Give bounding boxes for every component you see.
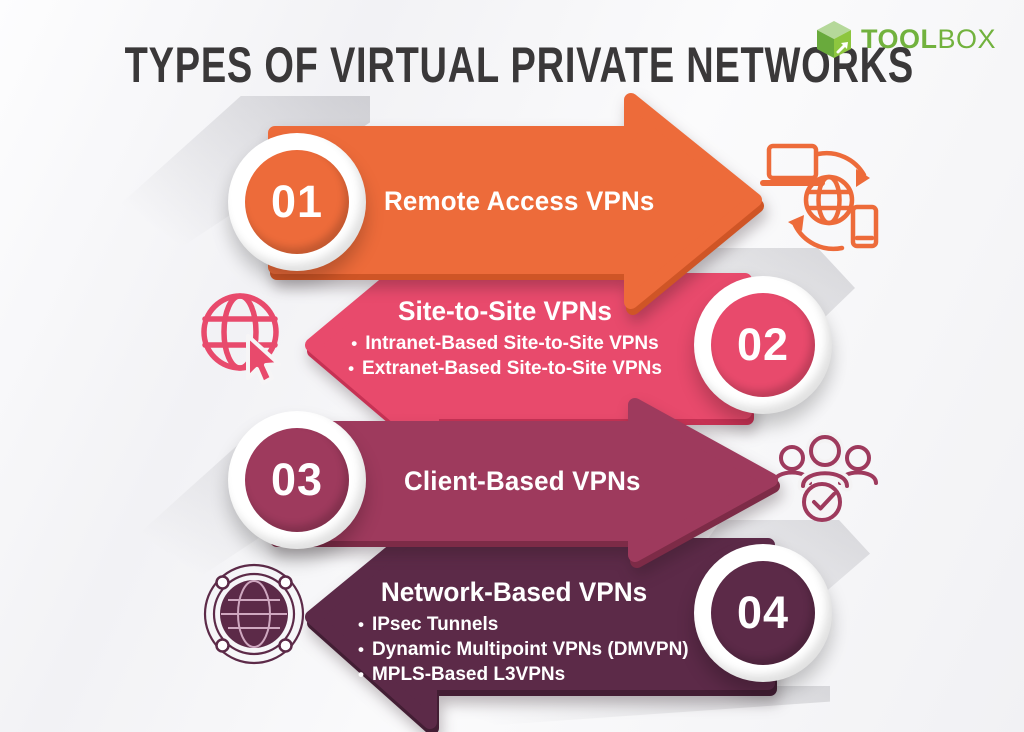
step-number: 02: [736, 319, 790, 370]
globe-cursor-icon: [201, 293, 281, 385]
network-sphere-icon: [203, 563, 305, 665]
arrow-network-based: [305, 513, 777, 732]
bullet-item: • Dynamic Multipoint VPNs (DMVPN): [358, 639, 689, 660]
bullet-item: • Extranet-Based Site-to-Site VPNs: [348, 358, 662, 379]
page-title: TYPES OF VIRTUAL PRIVATE NETWORKS: [0, 36, 1024, 94]
step-number: 03: [270, 454, 324, 505]
step-number: 01: [270, 176, 324, 227]
step-title-site-to-site: Site-to-Site VPNs: [398, 296, 612, 326]
step-title-network-based: Network-Based VPNs: [380, 577, 648, 607]
arrow-remote-access: [268, 93, 764, 315]
step-title-client-based: Client-Based VPNs: [403, 465, 641, 496]
logo-tool-text: TOOL: [860, 23, 938, 54]
step-badge-03: 03: [228, 411, 366, 549]
users-check-icon: [772, 431, 878, 522]
step-block-network-based: Network-Based VPNs • IPsec Tunnels • Dyn…: [358, 577, 689, 687]
logo-box-text: BOX: [937, 23, 996, 54]
toolbox-logo: TOOLBOX: [814, 18, 996, 60]
bullet-item: • MPLS-Based L3VPNs: [358, 664, 566, 685]
step-badge-04: 04: [694, 544, 832, 682]
devices-sync-icon: [760, 143, 879, 252]
step-number: 04: [736, 587, 790, 638]
arrow-client-based: [268, 398, 780, 568]
step-title-remote-access: Remote Access VPNs: [384, 185, 655, 216]
step-badge-02: 02: [694, 276, 832, 414]
page-title-text: TYPES OF VIRTUAL PRIVATE NETWORKS: [124, 37, 914, 93]
step-block-site-to-site: Site-to-Site VPNs • Intranet-Based Site-…: [342, 296, 668, 381]
bullet-item: • Intranet-Based Site-to-Site VPNs: [351, 333, 659, 354]
toolbox-cube-icon: [816, 21, 851, 58]
bullet-item: • IPsec Tunnels: [358, 614, 499, 635]
step-badge-01: 01: [228, 133, 366, 271]
